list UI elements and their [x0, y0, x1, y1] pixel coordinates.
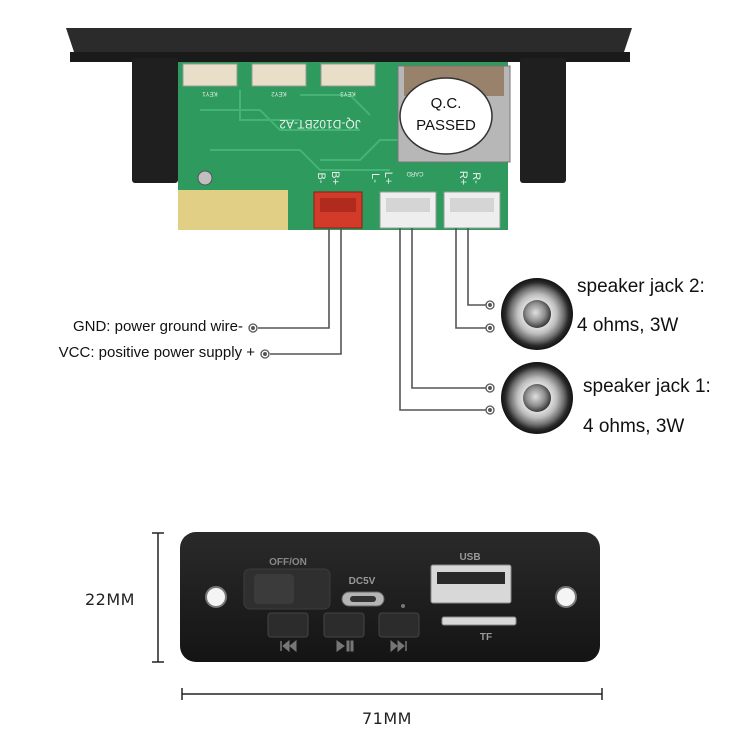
next-track-icon [390, 639, 407, 653]
pin-l-plus: L+ [382, 172, 394, 185]
mount-hole [197, 170, 213, 186]
tf-label: TF [480, 632, 492, 643]
tf-slot [441, 616, 517, 626]
gnd-label: GND: power ground wire- [72, 318, 243, 335]
right-mount-post [520, 58, 566, 183]
terminals [248, 300, 495, 415]
qc-passed-sticker [399, 77, 493, 155]
card-label: CARD [406, 170, 424, 176]
height-dimension [152, 532, 164, 663]
switch-label: OFF/ON [269, 557, 307, 568]
gnd-wire [258, 228, 330, 329]
pin-b-plus: B+ [329, 171, 341, 185]
speaker2-wire-minus [455, 228, 486, 329]
status-led [401, 604, 405, 608]
pin-r-plus: R+ [457, 171, 469, 185]
vcc-label: VCC: positive power supply + [58, 344, 255, 361]
play-pause-icon [336, 640, 354, 652]
left-mount-post [132, 58, 178, 183]
front-bezel-top [66, 28, 632, 58]
pin-b-minus: B- [315, 173, 327, 184]
speaker1-wire-plus [411, 228, 486, 389]
prev-button [267, 612, 309, 638]
wiring [258, 228, 486, 411]
usb-label: USB [459, 552, 480, 563]
width-dimension-label: 71MM [362, 709, 412, 728]
pin-r-minus: R- [470, 172, 482, 184]
key1-label: KEY1 [202, 90, 218, 96]
play-pause-button [323, 612, 365, 638]
key2-label: KEY2 [271, 90, 287, 96]
key2-connector [251, 63, 307, 87]
speaker1-title: speaker jack 1: [583, 376, 711, 397]
key1-connector [182, 63, 238, 87]
vcc-wire [270, 228, 342, 355]
panel-body [180, 532, 600, 662]
speaker1-spec: 4 ohms, 3W [583, 416, 685, 437]
speaker-1 [501, 362, 573, 434]
previous-track-icon [280, 639, 297, 653]
key3-label: KEY3 [340, 90, 356, 96]
qc-line2: PASSED [416, 117, 476, 134]
speaker2-title: speaker jack 2: [577, 276, 705, 297]
speaker2-spec: 4 ohms, 3W [577, 315, 679, 336]
right-mount-hole [555, 586, 577, 608]
board-model-text: JQ-D102BT-A2 [279, 117, 361, 131]
key3-connector [320, 63, 376, 87]
speaker2-wire-plus [467, 228, 486, 306]
width-dimension [181, 688, 603, 700]
height-dimension-label: 22MM [85, 590, 135, 609]
power-switch-knob [254, 574, 294, 604]
dc-label: DC5V [349, 576, 376, 587]
speaker1-wire-minus [399, 228, 486, 411]
next-button [378, 612, 420, 638]
left-mount-hole [205, 586, 227, 608]
pin-l-minus: L- [369, 173, 381, 183]
speaker-2 [501, 278, 573, 350]
pcb-gold-pad [178, 190, 288, 230]
qc-line1: Q.C. [431, 95, 462, 112]
board-assembly: KEY1 KEY2 KEY3 JQ-D102BT-A2 Q.C. PASSED … [66, 28, 632, 230]
front-panel: OFF/ON DC5V USB TF [180, 532, 600, 662]
